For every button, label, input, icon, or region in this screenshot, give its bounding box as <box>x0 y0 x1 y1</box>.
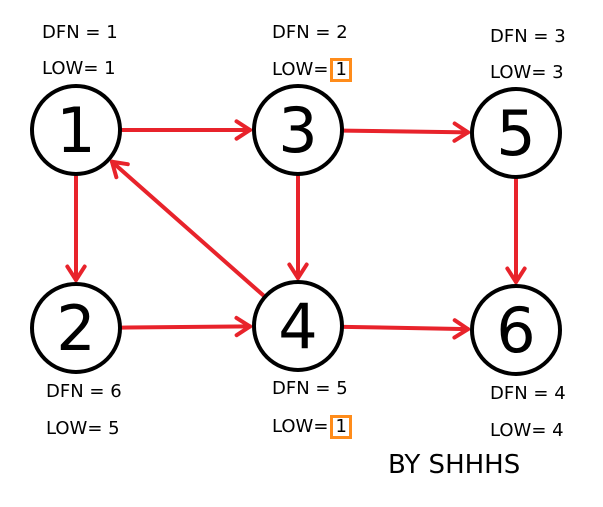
edge-line <box>119 324 253 330</box>
node-label: 4 <box>278 290 317 363</box>
node-6: 6 <box>470 284 562 376</box>
arrowhead <box>452 121 471 143</box>
low-label: LOW= <box>490 62 547 83</box>
node-3-dfn: DFN = 2 <box>272 22 348 44</box>
node-label: 2 <box>56 292 95 365</box>
node-2: 2 <box>30 282 122 374</box>
node-1: 1 <box>30 84 122 176</box>
dfn-label: DFN = <box>42 22 101 43</box>
node-4-dfn: DFN = 5 <box>272 378 348 400</box>
dfn-value: 2 <box>336 22 348 43</box>
low-value: 5 <box>108 418 120 439</box>
low-value: 1 <box>104 58 116 79</box>
node-label: 3 <box>278 94 317 167</box>
low-label: LOW= <box>46 418 103 439</box>
low-label: LOW= <box>42 58 99 79</box>
node-circle <box>470 284 562 376</box>
arrowhead <box>109 159 130 180</box>
dfn-value: 1 <box>106 22 118 43</box>
edge-4-6 <box>341 318 471 340</box>
node-1-dfn: DFN = 1 <box>42 22 118 44</box>
node-label: 5 <box>496 97 535 170</box>
edge-2-4 <box>119 315 253 338</box>
dfn-label: DFN = <box>272 378 331 399</box>
node-6-dfn: DFN = 4 <box>490 383 566 405</box>
node-6-low: LOW= 4 <box>490 420 564 442</box>
edge-5-6 <box>505 177 527 284</box>
edge-1-2 <box>65 174 87 282</box>
dfn-label: DFN = <box>490 26 549 47</box>
node-1-low: LOW= 1 <box>42 58 116 80</box>
node-circle <box>30 84 122 176</box>
low-value: 4 <box>552 420 564 441</box>
dfn-value: 6 <box>110 381 122 402</box>
node-circle <box>30 282 122 374</box>
arrowhead <box>234 315 253 338</box>
edge-3-5 <box>341 121 471 143</box>
node-4-low: LOW=1 <box>272 415 352 439</box>
author-credit: BY SHHHS <box>388 450 521 480</box>
low-label: LOW= <box>272 416 329 437</box>
arrowhead <box>452 318 471 340</box>
dfn-label: DFN = <box>490 383 549 404</box>
edge-4-1 <box>109 159 266 298</box>
arrowhead <box>65 264 87 282</box>
node-circle <box>470 87 562 179</box>
dfn-value: 4 <box>554 383 566 404</box>
node-2-low: LOW= 5 <box>46 418 120 440</box>
edge-line <box>341 324 471 332</box>
low-value: 3 <box>552 62 564 83</box>
node-label: 1 <box>56 94 95 167</box>
edge-line <box>109 159 266 298</box>
node-circle <box>252 280 344 372</box>
node-label: 6 <box>496 294 535 367</box>
dfn-label: DFN = <box>46 381 105 402</box>
node-3-low: LOW=1 <box>272 58 352 82</box>
low-value-highlighted: 1 <box>330 415 352 439</box>
node-5-dfn: DFN = 3 <box>490 26 566 48</box>
dfn-label: DFN = <box>272 22 331 43</box>
node-5-low: LOW= 3 <box>490 62 564 84</box>
edge-1-3 <box>120 119 252 141</box>
arrowhead <box>505 266 527 284</box>
low-label: LOW= <box>272 59 329 80</box>
arrowhead <box>234 119 252 141</box>
node-4: 4 <box>252 280 344 372</box>
edge-3-4 <box>287 174 309 280</box>
edge-line <box>341 128 471 135</box>
node-circle <box>252 84 344 176</box>
low-label: LOW= <box>490 420 547 441</box>
arrowhead <box>287 262 309 280</box>
node-5: 5 <box>470 87 562 179</box>
node-3: 3 <box>252 84 344 176</box>
node-2-dfn: DFN = 6 <box>46 381 122 403</box>
low-value-highlighted: 1 <box>330 58 352 82</box>
dfn-value: 3 <box>554 26 566 47</box>
dfn-value: 5 <box>336 378 348 399</box>
